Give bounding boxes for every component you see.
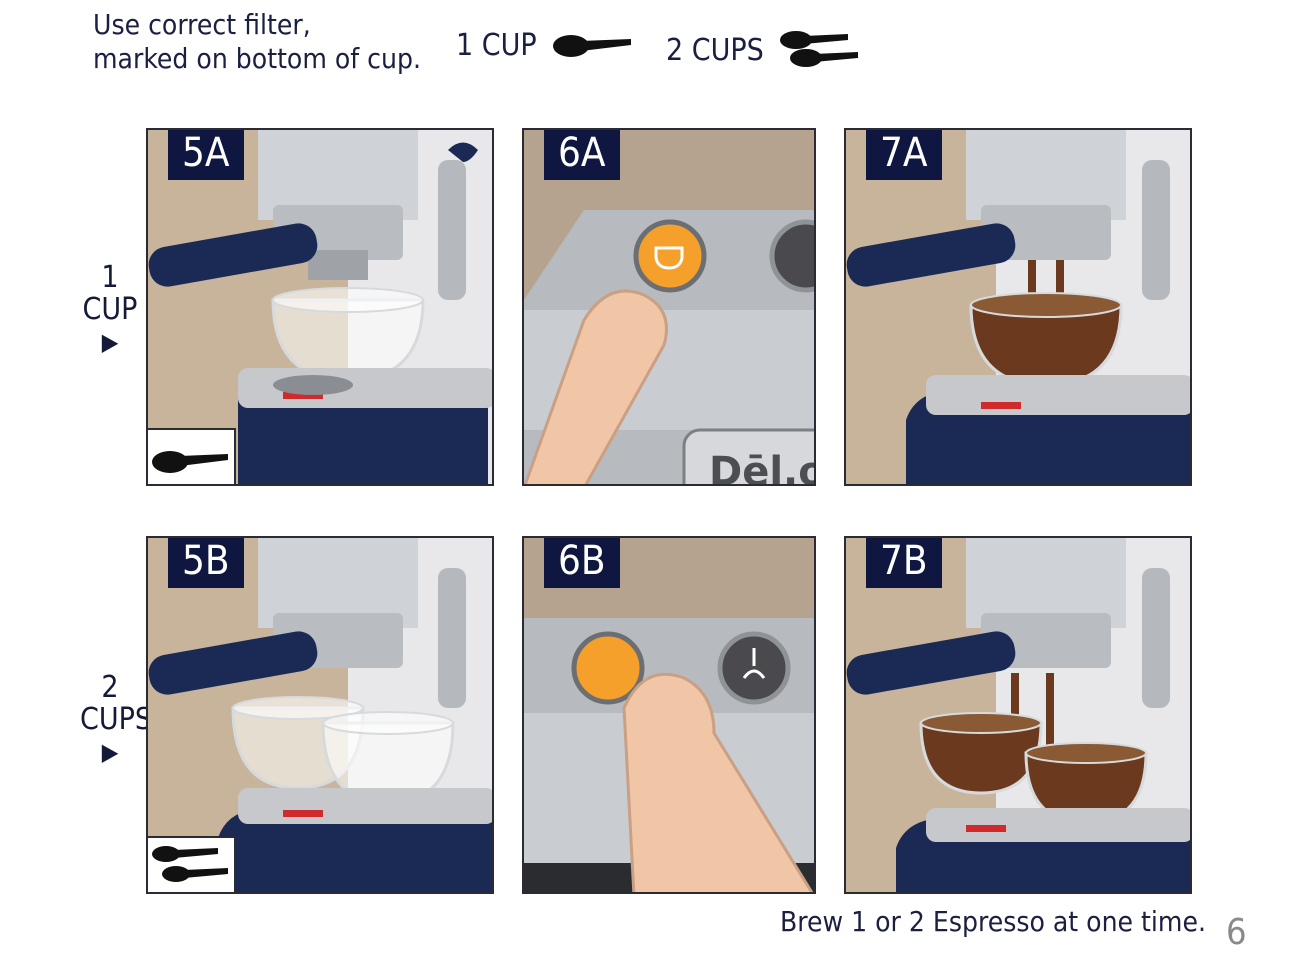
filter-indicator-double (148, 836, 236, 892)
machine-illustration-5b (148, 538, 492, 892)
step-tag-6b: 6B (544, 538, 620, 588)
brewing-illustration-7b (846, 538, 1190, 892)
double-filter-icon (152, 846, 228, 882)
single-filter-icon (552, 34, 631, 57)
step-tag-6a: 6A (544, 130, 620, 180)
intro-line-2: marked on bottom of cup. (93, 42, 421, 75)
panel-5a: 5A (146, 128, 494, 486)
row-one-arrow-icon: ▶ (101, 328, 119, 356)
legend-two-cups: 2 CUPS (666, 28, 860, 72)
row-label-two-cups: 2 CUPS ▶ (80, 670, 153, 768)
panel-5b: 5B (146, 536, 494, 894)
single-filter-icon (152, 451, 228, 473)
step-tag-5b: 5B (168, 538, 244, 588)
intro-line-1: Use correct filter, (93, 8, 311, 41)
finger-illustration (524, 289, 668, 484)
button-press-illustration-6b (524, 538, 814, 892)
row-one-number: 1 (101, 260, 119, 295)
brand-logo: Dēl.o (709, 449, 816, 486)
panel-7a: 7A (844, 128, 1192, 486)
step-tag-7b: 7B (866, 538, 942, 588)
machine-illustration-5a (148, 130, 492, 484)
two-cups-button[interactable] (571, 631, 645, 705)
filter-indicator-single (148, 428, 236, 484)
row-one-label: CUP (82, 292, 138, 327)
two-cups-button[interactable] (769, 219, 816, 293)
row-two-label: CUPS (80, 702, 153, 737)
step-tag-5a: 5A (168, 130, 244, 180)
panel-6a: Dēl.o 6A (522, 128, 816, 486)
footer-caption: Brew 1 or 2 Espresso at one time. (780, 905, 1206, 938)
legend-one-cup-label: 1 CUP (456, 28, 537, 63)
step-tag-7a: 7A (866, 130, 942, 180)
legend-two-cups-label: 2 CUPS (666, 32, 764, 68)
one-cup-button[interactable] (633, 219, 707, 293)
row-label-one-cup: 1 CUP ▶ (80, 262, 140, 358)
panel-6b: 6B (522, 536, 816, 894)
row-two-arrow-icon: ▶ (101, 738, 119, 766)
brewing-illustration-7a (846, 130, 1190, 484)
double-filter-icon (779, 31, 858, 67)
finger-illustration (622, 672, 814, 892)
steam-button[interactable] (717, 631, 791, 705)
panel-7b: 7B (844, 536, 1192, 894)
button-press-illustration-6a: Dēl.o (524, 130, 816, 486)
intro-text: Use correct filter, marked on bottom of … (93, 8, 421, 76)
legend-one-cup: 1 CUP (456, 28, 633, 63)
row-two-number: 2 (101, 670, 119, 705)
page-number: 6 (1226, 912, 1247, 953)
